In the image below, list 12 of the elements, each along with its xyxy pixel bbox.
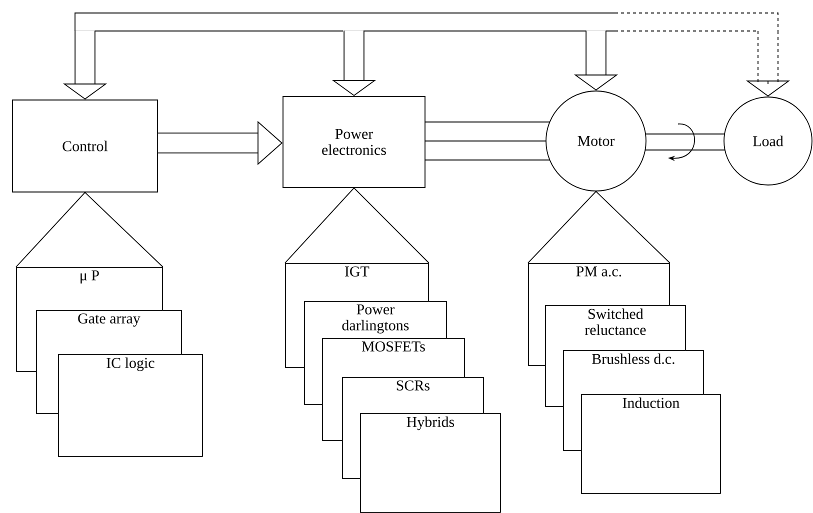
technology-card: Hybrids: [360, 413, 501, 513]
shaft: [644, 134, 726, 150]
block-box: Control: [12, 100, 158, 192]
roof-connector: [284, 188, 430, 264]
roof-connector: [16, 192, 164, 268]
roof-connector: [528, 191, 670, 264]
feedback-pipe: [614, 12, 778, 32]
technology-card: IC logic: [58, 354, 203, 457]
feedback-pipe: [74, 12, 616, 32]
technology-card: Induction: [581, 394, 721, 494]
block-box: Power electronics: [282, 96, 426, 188]
power-lines: [424, 122, 550, 160]
